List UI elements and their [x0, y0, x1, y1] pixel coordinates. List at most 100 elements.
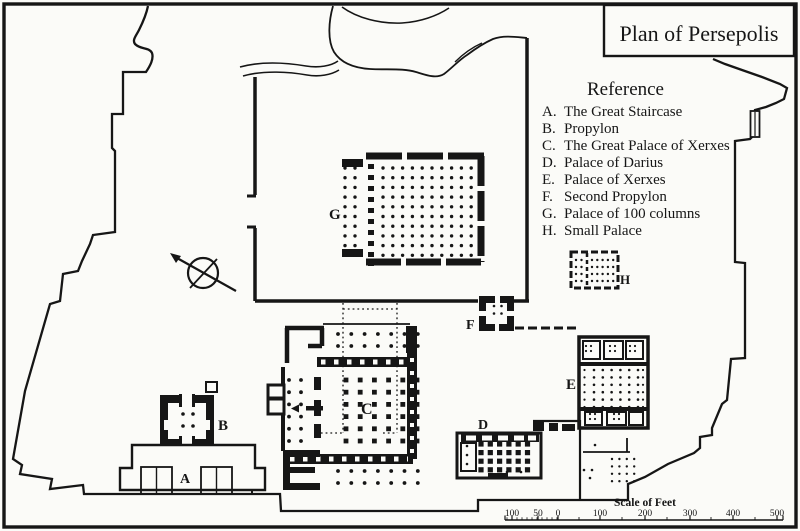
f-pier-sw [479, 316, 495, 331]
c-ne-block [406, 326, 417, 353]
b-east-niche [205, 420, 210, 430]
rock-contour-main [328, 5, 528, 78]
e-south-room-2 [606, 411, 627, 426]
scale-tick-2: 0 [556, 509, 561, 519]
b-wall-bottom-left [160, 439, 181, 447]
b-west-niche [164, 420, 169, 430]
scale-caption: Scale of Feet [614, 497, 676, 509]
grid-e-north-room-1 [584, 344, 593, 353]
court-west-wall [533, 419, 582, 500]
scale-tick-0: 100 [505, 509, 520, 519]
grid-d-room-grid [478, 441, 531, 473]
reference-item-f-key: F. [542, 189, 553, 205]
reference-item-d-key: D. [542, 155, 557, 171]
g-nw-block [342, 159, 363, 167]
reference-item-g-key: G. [542, 206, 557, 222]
reference-item-b: B.Propylon [542, 121, 620, 137]
g-sw-block [342, 249, 363, 257]
reference-item-g-label: Palace of 100 columns [564, 206, 700, 222]
d-north-door-slots [466, 435, 536, 441]
compass-cross-line [189, 258, 218, 289]
court-l-wall [583, 438, 630, 453]
b-jamb-2 [192, 394, 195, 407]
grid-d-west-room [465, 444, 469, 466]
scatter-dot [590, 468, 594, 472]
grid-court-below-e [610, 457, 636, 483]
grid-c-north-portico [336, 332, 420, 348]
reference-item-d: D. Palace of Darius [542, 155, 663, 171]
c-east-wall [407, 353, 417, 459]
grid-e-north-room-3 [628, 344, 637, 353]
dotted-outline [316, 303, 398, 434]
e-north-room-2 [603, 340, 624, 360]
b-wall-bottom-right [193, 439, 214, 447]
c-arrow-head [291, 404, 299, 413]
grid-e-hall [592, 368, 640, 409]
scatter-dot [505, 470, 509, 474]
c-mid-wall [317, 357, 413, 367]
e-north-room-1 [582, 340, 601, 360]
b-small-square [205, 381, 218, 393]
label-a: A [180, 472, 191, 487]
reference-item-e-key: E. [542, 172, 555, 188]
dotted-court-lines [316, 303, 398, 434]
label-g: G [329, 207, 341, 223]
d-south-porch [488, 473, 508, 479]
scatter-dot [593, 443, 597, 447]
reference-item-h-label: Small Palace [564, 223, 642, 239]
label-b: B [218, 418, 228, 434]
e-north-room-3 [625, 340, 644, 360]
court-wall-block-1 [533, 422, 544, 431]
scale-ruler-ticks [504, 515, 784, 520]
rock-contour-hook [454, 42, 483, 63]
southeast-court [533, 419, 630, 500]
grid-h-east-hall [590, 258, 615, 283]
d-west-room [460, 442, 477, 472]
compass-arrowhead-icon [170, 253, 181, 263]
rock-outcrop [239, 5, 528, 78]
platform-outline [11, 5, 789, 513]
grid-c-hall [343, 377, 420, 444]
reference-item-a-label: The Great Staircase [564, 104, 683, 120]
c-south-wall [284, 454, 413, 464]
title-box-frame [602, 3, 796, 58]
grid-f-center [492, 304, 503, 315]
c-pier-1 [314, 377, 321, 390]
label-h: H [620, 272, 630, 287]
reference-item-b-label: Propylon [564, 121, 620, 137]
grid-c-south-portico [336, 469, 420, 485]
grid-h-west-rooms [574, 258, 583, 283]
grid-e-south-room-2 [612, 412, 621, 421]
reference-item-c-key: C. [542, 138, 556, 154]
building-b-propylon [160, 381, 218, 449]
scale-tick-6: 400 [726, 509, 741, 519]
page-title: Plan of Persepolis [620, 21, 779, 46]
label-f: F [466, 318, 475, 333]
scale-tick-5: 300 [683, 509, 698, 519]
b-wall-top-right [193, 395, 214, 403]
reference-item-c: C. The Great Palace of Xerxes [542, 138, 730, 154]
reference-item-a-key: A. [542, 104, 557, 120]
b-wall-top-left [160, 395, 181, 403]
grid-e-right-colonnade [641, 368, 645, 409]
reference-item-f-label: Second Propylon [564, 189, 667, 205]
c-sw-room-top [283, 450, 320, 457]
rock-contour-west-a [239, 60, 339, 68]
reference-item-g: G. Palace of 100 columns [542, 206, 700, 222]
reference-item-c-label: The Great Palace of Xerxes [564, 138, 730, 154]
f-pier-nw [479, 296, 495, 311]
building-c-great-palace-of-xerxes [230, 323, 417, 493]
reference-item-e: E.Palace of Xerxes [542, 172, 666, 188]
grid-e-south-room-1 [588, 412, 597, 421]
court-wall-block-2 [549, 423, 558, 431]
reference-item-f: F. Second Propylon [542, 189, 667, 205]
gate-ticks [247, 194, 256, 229]
label-e: E [566, 377, 576, 393]
grid-e-north-room-2 [608, 344, 617, 353]
building-letter-labels: A B C D E F G H [180, 207, 630, 487]
e-south-room-3 [628, 411, 644, 426]
compass-needle [176, 257, 237, 292]
reference-item-d-label: Palace of Darius [564, 155, 663, 171]
